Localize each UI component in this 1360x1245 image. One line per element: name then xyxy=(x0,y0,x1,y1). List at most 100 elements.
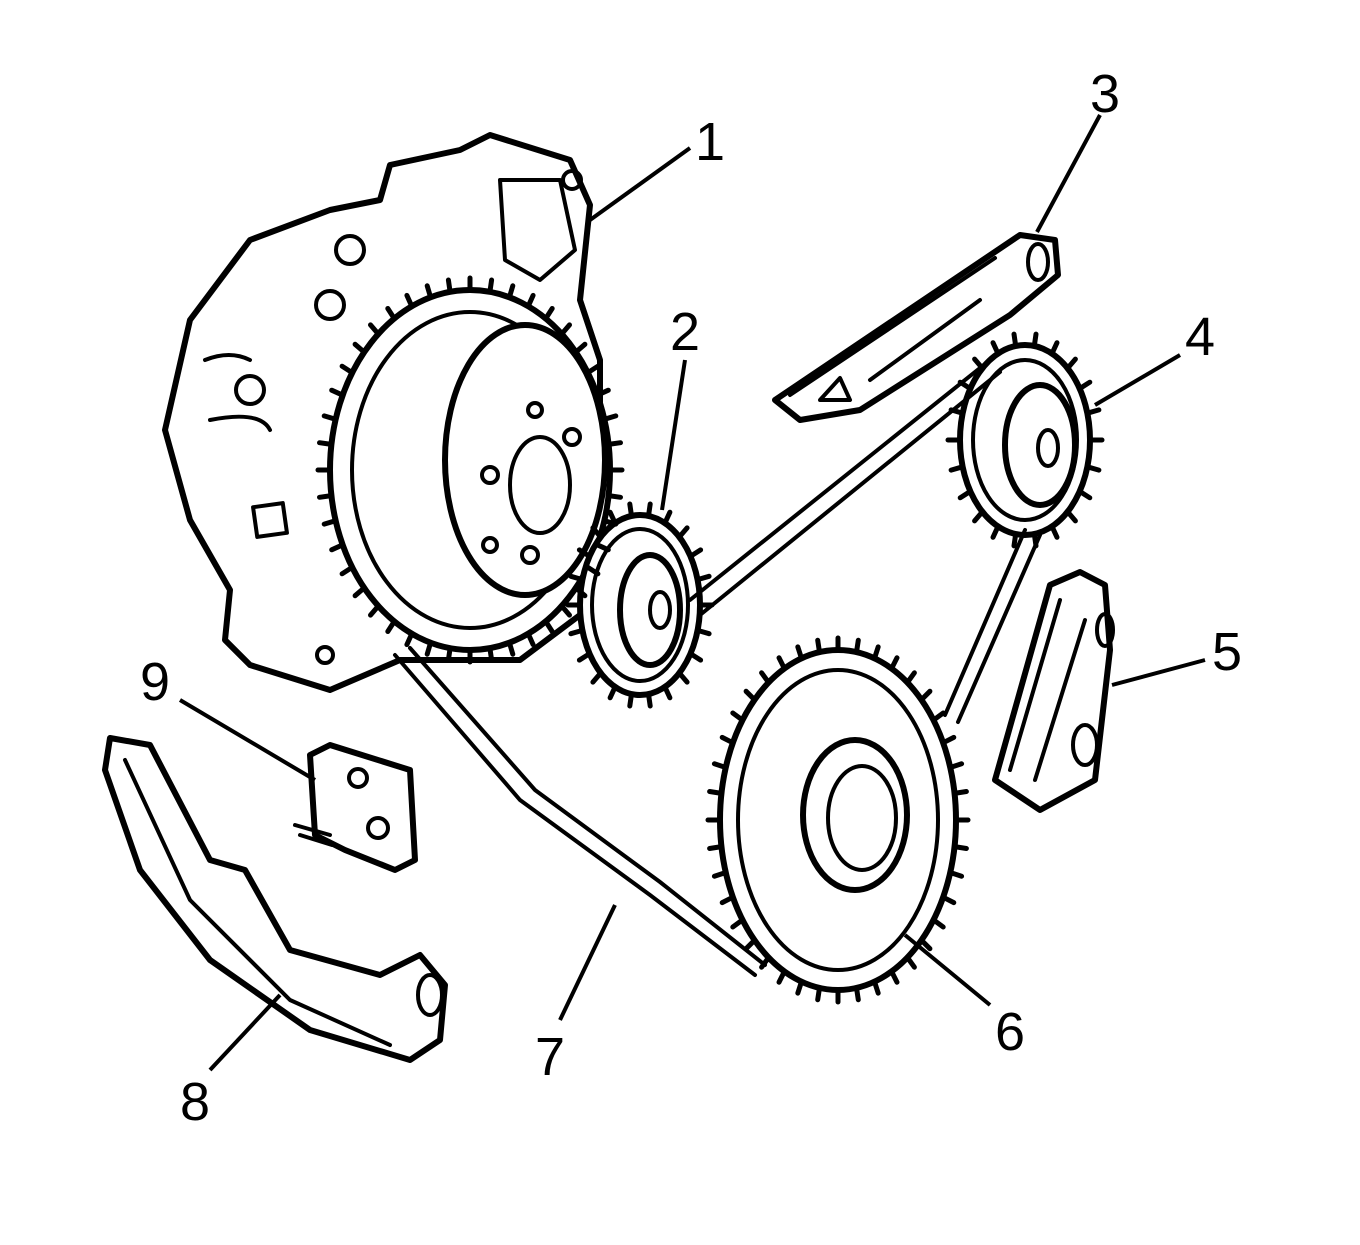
gear-tooth xyxy=(627,501,634,519)
gear-tooth xyxy=(872,644,881,661)
gear-tooth xyxy=(688,547,704,559)
gear-tooth xyxy=(317,493,334,500)
callout-7: 7 xyxy=(535,1027,565,1087)
leader-3 xyxy=(1035,114,1102,233)
gear-tooth xyxy=(662,684,673,701)
leader-2 xyxy=(660,359,687,511)
gear-tooth xyxy=(627,691,634,709)
gear-tooth xyxy=(972,509,985,524)
part-4-sprocket xyxy=(957,342,1093,538)
gear-tooth xyxy=(947,870,965,879)
gear-tooth xyxy=(594,387,611,398)
gear-tooth xyxy=(952,789,969,796)
gear-tooth xyxy=(339,363,355,376)
gear-tooth xyxy=(1011,331,1019,349)
gear-tooth xyxy=(957,379,973,392)
gear-tooth xyxy=(904,955,917,970)
leader-9 xyxy=(178,698,317,782)
gear-tooth xyxy=(759,955,772,970)
gear-tooth xyxy=(1031,331,1039,349)
gear-tooth xyxy=(952,844,969,851)
gear-tooth xyxy=(815,637,822,655)
gear-tooth xyxy=(424,640,434,657)
gear-tooth xyxy=(931,917,946,930)
part-4-sprocket-teeth xyxy=(945,331,1105,549)
leader-5 xyxy=(1111,658,1206,687)
gear-tooth xyxy=(487,645,495,663)
part-1-gear-teeth xyxy=(315,275,625,665)
gear-tooth xyxy=(918,937,933,952)
gear-tooth xyxy=(317,440,334,447)
gear-tooth xyxy=(352,585,367,599)
callout-6: 6 xyxy=(995,1002,1025,1062)
gear-tooth xyxy=(795,979,804,996)
gear-tooth xyxy=(1065,356,1078,371)
gear-tooth xyxy=(940,734,957,746)
gear-tooth xyxy=(559,322,572,337)
gear-tooth xyxy=(445,277,453,295)
gear-tooth xyxy=(743,688,758,703)
gear-tooth xyxy=(711,870,729,879)
part-6-sprocket-teeth xyxy=(705,635,971,1005)
part-1-camshaft-actuator xyxy=(162,132,613,693)
gear-tooth xyxy=(590,525,604,540)
gear-tooth xyxy=(1065,509,1078,524)
gear-tooth xyxy=(404,631,415,648)
gear-tooth xyxy=(695,573,712,583)
gear-tooth xyxy=(543,306,555,322)
gear-tooth xyxy=(931,710,946,723)
gear-tooth xyxy=(352,341,367,355)
gear-tooth xyxy=(889,655,900,671)
gear-tooth xyxy=(576,547,592,559)
gear-tooth xyxy=(743,937,758,952)
gear-tooth xyxy=(776,969,787,985)
leader-6 xyxy=(903,933,992,1007)
gear-tooth xyxy=(795,644,804,661)
gear-tooth xyxy=(719,894,736,906)
gear-tooth xyxy=(889,969,900,985)
gear-tooth xyxy=(1084,407,1102,416)
gear-tooth xyxy=(711,761,729,770)
gear-tooth xyxy=(730,710,745,723)
gear-tooth xyxy=(1049,340,1060,357)
gear-tooth xyxy=(506,640,516,657)
gear-tooth xyxy=(948,464,966,473)
gear-tooth xyxy=(559,603,572,618)
gear-tooth xyxy=(606,440,623,447)
gear-tooth xyxy=(321,413,339,422)
gear-tooth xyxy=(957,488,973,501)
leader-lines xyxy=(178,114,1206,1072)
part-9-chain-tensioner xyxy=(293,742,418,873)
gear-tooth xyxy=(854,985,861,1003)
gear-tooth xyxy=(1077,488,1093,501)
gear-tooth xyxy=(607,509,618,526)
gear-tooth xyxy=(385,306,397,322)
callout-9: 9 xyxy=(140,652,170,712)
gear-tooth xyxy=(815,985,822,1003)
gear-tooth xyxy=(594,542,611,553)
gear-tooth xyxy=(854,637,861,655)
gear-tooth xyxy=(607,684,618,701)
gear-tooth xyxy=(601,413,619,422)
gear-tooth xyxy=(1077,379,1093,392)
callout-labels: 1 2 3 4 5 6 7 8 9 xyxy=(140,64,1242,1132)
gear-tooth xyxy=(590,670,604,685)
leader-4 xyxy=(1093,353,1182,407)
gear-tooth xyxy=(948,407,966,416)
part-7-timing-chain xyxy=(393,358,1042,977)
gear-tooth xyxy=(719,734,736,746)
gear-tooth xyxy=(940,894,957,906)
gear-tooth xyxy=(329,542,346,553)
gear-tooth xyxy=(1031,531,1039,549)
gear-tooth xyxy=(662,509,673,526)
gear-tooth xyxy=(525,292,536,309)
gear-tooth xyxy=(321,518,339,527)
gear-tooth xyxy=(368,322,381,337)
gear-tooth xyxy=(1049,523,1060,540)
gear-tooth xyxy=(339,564,355,577)
gear-tooth xyxy=(990,523,1001,540)
gear-tooth xyxy=(707,844,724,851)
gear-tooth xyxy=(676,670,690,685)
callout-1: 1 xyxy=(695,112,725,172)
